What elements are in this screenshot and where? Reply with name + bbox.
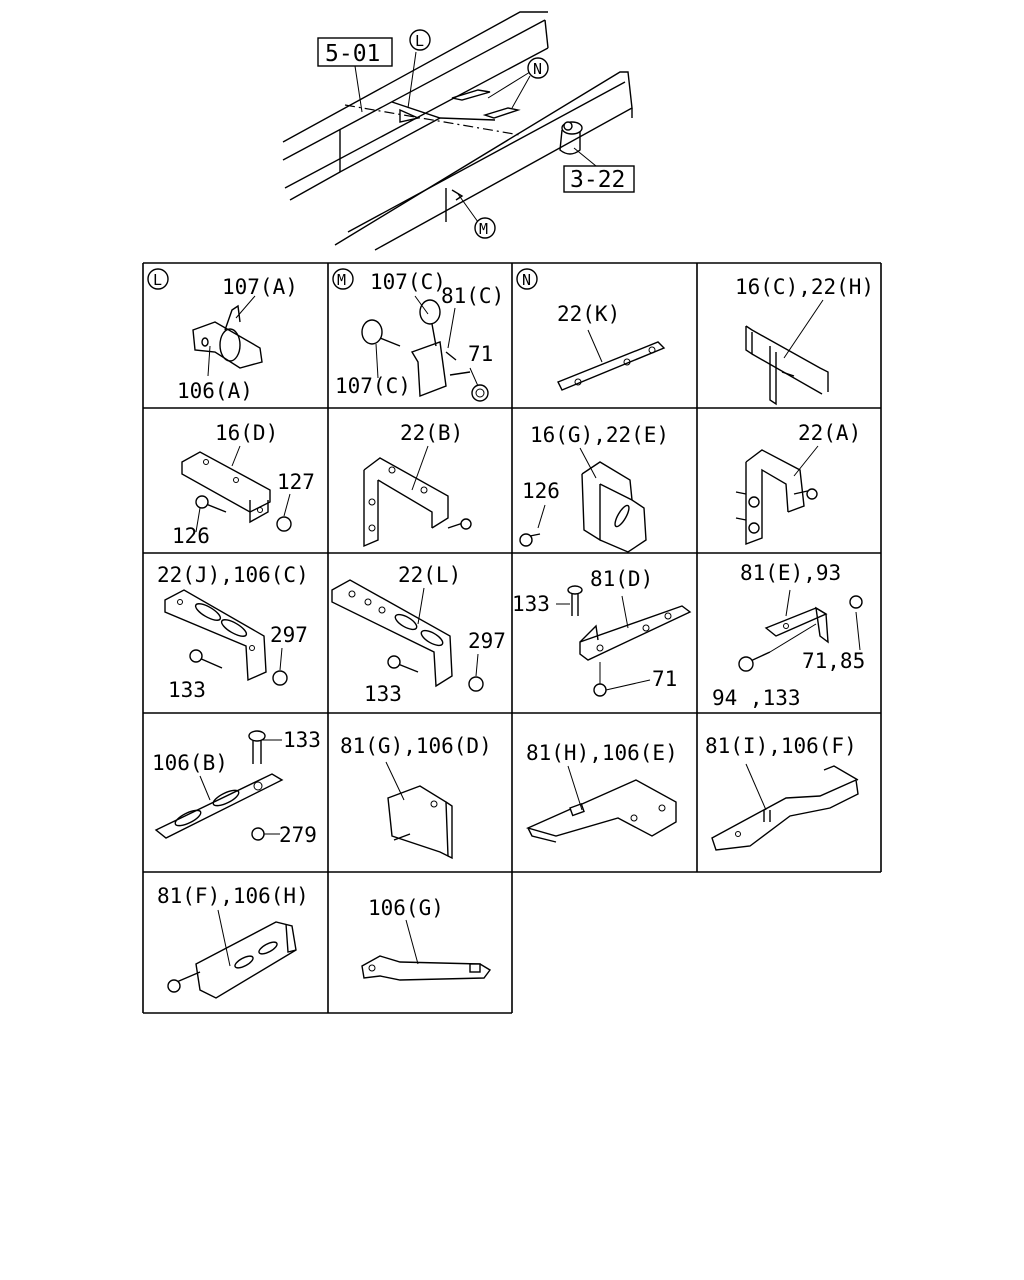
label-81G-106D: 81(G),106(D) xyxy=(340,734,492,758)
label-22A: 22(A) xyxy=(798,421,861,445)
label-81I-106F: 81(I),106(F) xyxy=(705,734,857,758)
ref-3-22-label: 3-22 xyxy=(570,167,625,193)
svg-text:L: L xyxy=(153,271,162,289)
label-107A: 107(A) xyxy=(222,275,298,299)
label-107C-bottom: 107(C) xyxy=(335,374,411,398)
ref-box-5-01[interactable]: 5-01 xyxy=(317,37,393,67)
callout-L: L xyxy=(409,29,431,51)
label-94-133: 94 ,133 xyxy=(712,686,801,710)
label-126-b: 126 xyxy=(522,479,560,503)
label-107C-top: 107(C) xyxy=(370,270,446,294)
cell-81H-106E: 81(H),106(E) xyxy=(525,741,678,843)
label-133: 133 xyxy=(168,678,206,702)
label-297-b: 297 xyxy=(468,629,506,653)
label-22K: 22(K) xyxy=(557,302,620,326)
svg-text:M: M xyxy=(479,220,488,238)
label-133-d: 133 xyxy=(283,728,321,752)
label-16G-22E: 16(G),22(E) xyxy=(530,423,669,447)
cell-81G-106D: 81(G),106(D) xyxy=(340,734,492,860)
label-126: 126 xyxy=(172,524,210,548)
label-16D: 16(D) xyxy=(215,421,278,445)
ref-5-01-label: 5-01 xyxy=(325,41,380,67)
cell-16D: 16(D) 127 126 xyxy=(172,421,315,548)
label-297: 297 xyxy=(270,623,308,647)
svg-text:N: N xyxy=(533,60,542,78)
label-279: 279 xyxy=(279,823,317,847)
label-22B: 22(B) xyxy=(400,421,463,445)
label-22L: 22(L) xyxy=(398,563,461,587)
cell-22J-106C: 22(J),106(C) 297 133 xyxy=(157,563,309,702)
label-127: 127 xyxy=(277,470,315,494)
cell-106B: 106(B) 133 279 xyxy=(152,728,321,847)
label-133-b: 133 xyxy=(364,682,402,706)
label-81C: 81(C) xyxy=(441,284,504,308)
cell-81I-106F: 81(I),106(F) xyxy=(705,734,859,851)
cell-N: N 22(K) xyxy=(516,268,666,391)
callout-M: M xyxy=(474,217,496,239)
cell-81E-93: 81(E),93 71,85 94 ,133 xyxy=(712,561,865,710)
label-22J-106C: 22(J),106(C) xyxy=(157,563,309,587)
label-81E-93: 81(E),93 xyxy=(740,561,841,585)
cell-22L: 22(L) 297 133 xyxy=(331,563,506,706)
parts-grid xyxy=(142,262,882,1014)
cell-81D: 81(D) 133 71 xyxy=(512,567,692,697)
chassis-frame-overview xyxy=(282,11,633,251)
cell-81F-106H: 81(F),106(H) xyxy=(157,884,309,999)
label-133-c: 133 xyxy=(512,592,550,616)
cell-22B: 22(B) xyxy=(363,421,472,548)
cell-L: L 107(A) 106(A) xyxy=(147,268,298,403)
label-71-b: 71 xyxy=(652,667,677,691)
label-81H-106E: 81(H),106(E) xyxy=(526,741,678,765)
svg-text:M: M xyxy=(337,271,346,289)
cell-16C-22H: 16(C),22(H) xyxy=(735,275,874,406)
callout-N: N xyxy=(527,57,549,79)
label-81F-106H: 81(F),106(H) xyxy=(157,884,309,908)
label-106B: 106(B) xyxy=(152,751,228,775)
label-16C-22H: 16(C),22(H) xyxy=(735,275,874,299)
label-71-85: 71,85 xyxy=(802,649,865,673)
cell-106G: 106(G) xyxy=(361,896,492,981)
cell-16G-22E: 16(G),22(E) 126 xyxy=(519,423,669,553)
label-106G: 106(G) xyxy=(368,896,444,920)
label-106A: 106(A) xyxy=(177,379,253,403)
cell-M: M 107(C) 81(C) 71 107(C) xyxy=(332,268,504,402)
label-81D: 81(D) xyxy=(590,567,653,591)
svg-text:L: L xyxy=(415,32,424,50)
svg-text:N: N xyxy=(522,271,531,289)
label-71: 71 xyxy=(468,342,493,366)
cell-22A: 22(A) xyxy=(735,421,861,546)
ref-box-3-22[interactable]: 3-22 xyxy=(563,165,635,193)
